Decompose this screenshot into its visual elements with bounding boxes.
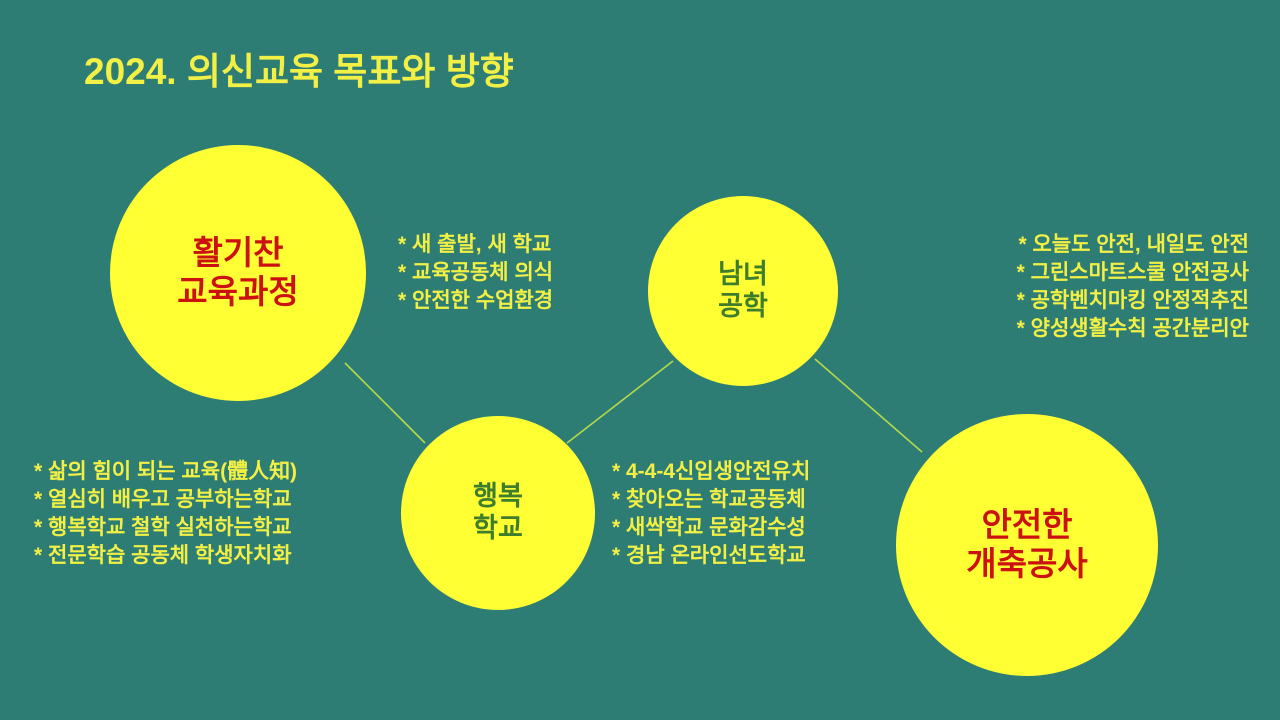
bullet-item: * 공학벤치마킹 안정적추진 [1016, 289, 1249, 312]
node-safe-line2: 개축공사 [966, 545, 1088, 582]
bullet-list-curriculum: * 새 출발, 새 학교 * 교육공동체 의식 * 안전한 수업환경 [398, 231, 553, 315]
bullet-item: * 경남 온라인선도학교 [612, 544, 806, 567]
bullet-item: * 찾아오는 학교공동체 [612, 488, 806, 511]
node-coed-line1: 남녀 [718, 259, 768, 290]
connector-happy-coed [566, 360, 674, 444]
bullet-item: * 그린스마트스쿨 안전공사 [1016, 261, 1249, 284]
node-circle-curriculum[interactable]: 활기찬 교육과정 [110, 145, 366, 401]
bullet-item: * 행복학교 철학 실천하는학교 [34, 516, 292, 539]
node-happy-line2: 학교 [473, 513, 523, 543]
bullet-item: * 새 출발, 새 학교 [398, 233, 552, 256]
bullet-item: * 양성생활수칙 공간분리안 [1016, 317, 1249, 340]
bullet-item: * 삶의 힘이 되는 교육(體人知) [34, 460, 298, 483]
bullet-item: * 열심히 배우고 공부하는학교 [34, 488, 292, 511]
connector-curriculum-happy [344, 362, 426, 444]
bullet-list-safe: * 4-4-4신입생안전유치 * 찾아오는 학교공동체 * 새싹학교 문화감수성… [612, 458, 810, 570]
node-curriculum-line2: 교육과정 [177, 273, 299, 310]
bullet-item: * 4-4-4신입생안전유치 [612, 460, 811, 483]
page-title: 2024. 의신교육 목표와 방향 [84, 51, 514, 92]
node-safe-line1: 안전한 [981, 506, 1073, 544]
bullet-item: * 안전한 수업환경 [398, 289, 554, 312]
connector-coed-safe [814, 358, 923, 453]
node-circle-safe[interactable]: 안전한 개축공사 [896, 414, 1158, 676]
node-happy-line1: 행복 [473, 481, 523, 512]
node-circle-coed[interactable]: 남녀 공학 [648, 196, 838, 386]
bullet-item: * 새싹학교 문화감수성 [612, 516, 806, 539]
bullet-list-happy: * 삶의 힘이 되는 교육(體人知) * 열심히 배우고 공부하는학교 * 행복… [34, 458, 297, 570]
bullet-item: * 교육공동체 의식 [398, 261, 554, 284]
bullet-item: * 전문학습 공동체 학생자치화 [34, 544, 292, 567]
node-coed-line2: 공학 [718, 291, 768, 321]
bullet-item: * 오늘도 안전, 내일도 안전 [1018, 233, 1249, 256]
node-curriculum-line1: 활기찬 [192, 234, 284, 272]
node-circle-happy[interactable]: 행복 학교 [401, 416, 595, 610]
bullet-list-coed: * 오늘도 안전, 내일도 안전 * 그린스마트스쿨 안전공사 * 공학벤치마킹… [1017, 231, 1249, 343]
